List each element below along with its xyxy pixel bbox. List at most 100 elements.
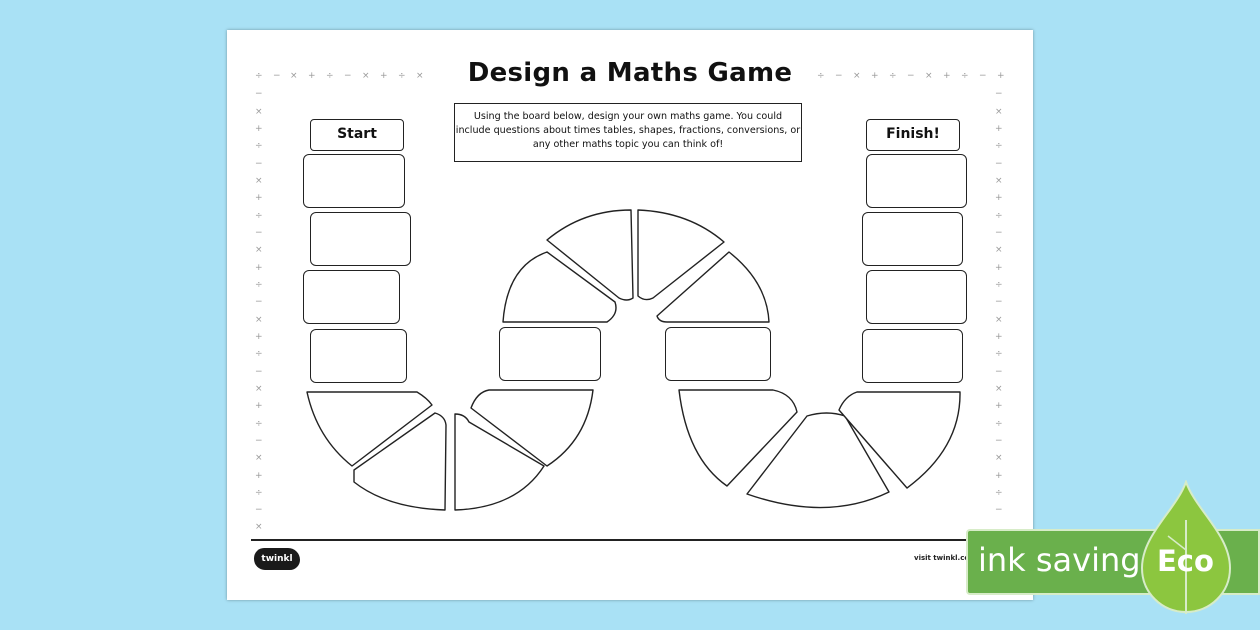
divide-icon: ÷: [995, 280, 1003, 290]
board-cell: [454, 413, 545, 511]
board-cell: [862, 212, 963, 266]
minus-icon: −: [995, 89, 1003, 99]
times-icon: ×: [995, 453, 1003, 463]
times-icon: ×: [853, 71, 861, 81]
times-icon: ×: [255, 107, 263, 117]
divide-icon: ÷: [995, 141, 1003, 151]
minus-icon: −: [255, 436, 263, 446]
divide-icon: ÷: [255, 280, 263, 290]
board-cell: [353, 412, 447, 511]
board-cell: [866, 270, 967, 324]
divide-icon: ÷: [255, 71, 263, 81]
board-cell: [470, 389, 594, 467]
board-cell: [306, 391, 433, 467]
plus-icon: +: [380, 71, 388, 81]
divide-icon: ÷: [255, 211, 263, 221]
minus-icon: −: [255, 159, 263, 169]
board-cell: [546, 209, 634, 301]
plus-icon: +: [255, 401, 263, 411]
minus-icon: −: [255, 297, 263, 307]
board-cell: [862, 329, 963, 383]
divide-icon: ÷: [995, 211, 1003, 221]
plus-icon: +: [997, 71, 1005, 81]
minus-icon: −: [995, 159, 1003, 169]
plus-icon: +: [995, 193, 1003, 203]
minus-icon: −: [255, 89, 263, 99]
minus-icon: −: [835, 71, 843, 81]
board-cell: [499, 327, 601, 381]
board-cell: [656, 251, 770, 323]
plus-icon: +: [995, 263, 1003, 273]
times-icon: ×: [362, 71, 370, 81]
minus-icon: −: [995, 228, 1003, 238]
finish-label: Finish!: [866, 119, 960, 151]
minus-icon: −: [255, 505, 263, 515]
page-title: Design a Maths Game: [467, 58, 793, 88]
divide-icon: ÷: [255, 141, 263, 151]
divide-icon: ÷: [255, 349, 263, 359]
instructions-box: Using the board below, design your own m…: [454, 103, 802, 162]
times-icon: ×: [255, 453, 263, 463]
plus-icon: +: [255, 263, 263, 273]
times-icon: ×: [995, 315, 1003, 325]
board-cell: [310, 212, 411, 266]
eco-text: Eco: [1157, 544, 1214, 578]
minus-icon: −: [979, 71, 987, 81]
divide-icon: ÷: [817, 71, 825, 81]
times-icon: ×: [925, 71, 933, 81]
times-icon: ×: [995, 245, 1003, 255]
board-cell: [303, 154, 405, 208]
board-cell: [678, 389, 798, 487]
plus-icon: +: [255, 471, 263, 481]
times-icon: ×: [255, 245, 263, 255]
times-icon: ×: [995, 107, 1003, 117]
twinkl-logo: twinkl: [254, 548, 300, 570]
board-cell: [303, 270, 400, 324]
minus-icon: −: [255, 228, 263, 238]
board-cell: [310, 329, 407, 383]
times-icon: ×: [255, 315, 263, 325]
divide-icon: ÷: [995, 419, 1003, 429]
plus-icon: +: [308, 71, 316, 81]
minus-icon: −: [273, 71, 281, 81]
plus-icon: +: [255, 124, 263, 134]
board-cell: [502, 251, 617, 323]
plus-icon: +: [943, 71, 951, 81]
minus-icon: −: [344, 71, 352, 81]
times-icon: ×: [255, 522, 263, 532]
board-cell: [866, 154, 967, 208]
minus-icon: −: [907, 71, 915, 81]
times-icon: ×: [255, 384, 263, 394]
leaf-drop-icon: [1140, 480, 1232, 614]
minus-icon: −: [995, 505, 1003, 515]
minus-icon: −: [995, 367, 1003, 377]
times-icon: ×: [995, 176, 1003, 186]
worksheet-page: Design a Maths Game Using the board belo…: [227, 30, 1033, 600]
divide-icon: ÷: [255, 488, 263, 498]
divide-icon: ÷: [255, 419, 263, 429]
plus-icon: +: [255, 332, 263, 342]
board-cell: [665, 327, 771, 381]
divide-icon: ÷: [889, 71, 897, 81]
board-cell: [637, 209, 725, 301]
times-icon: ×: [255, 176, 263, 186]
divide-icon: ÷: [995, 349, 1003, 359]
footer-url: visit twinkl.com: [914, 554, 977, 562]
divide-icon: ÷: [995, 488, 1003, 498]
minus-icon: −: [255, 367, 263, 377]
plus-icon: +: [871, 71, 879, 81]
board-cell: [838, 391, 961, 489]
board-arcs: [306, 209, 961, 511]
footer-divider: [251, 539, 1009, 541]
times-icon: ×: [290, 71, 298, 81]
plus-icon: +: [995, 471, 1003, 481]
start-label: Start: [310, 119, 404, 151]
divide-icon: ÷: [326, 71, 334, 81]
divide-icon: ÷: [961, 71, 969, 81]
times-icon: ×: [995, 384, 1003, 394]
minus-icon: −: [995, 436, 1003, 446]
plus-icon: +: [995, 401, 1003, 411]
times-icon: ×: [416, 71, 424, 81]
divide-icon: ÷: [398, 71, 406, 81]
plus-icon: +: [995, 332, 1003, 342]
